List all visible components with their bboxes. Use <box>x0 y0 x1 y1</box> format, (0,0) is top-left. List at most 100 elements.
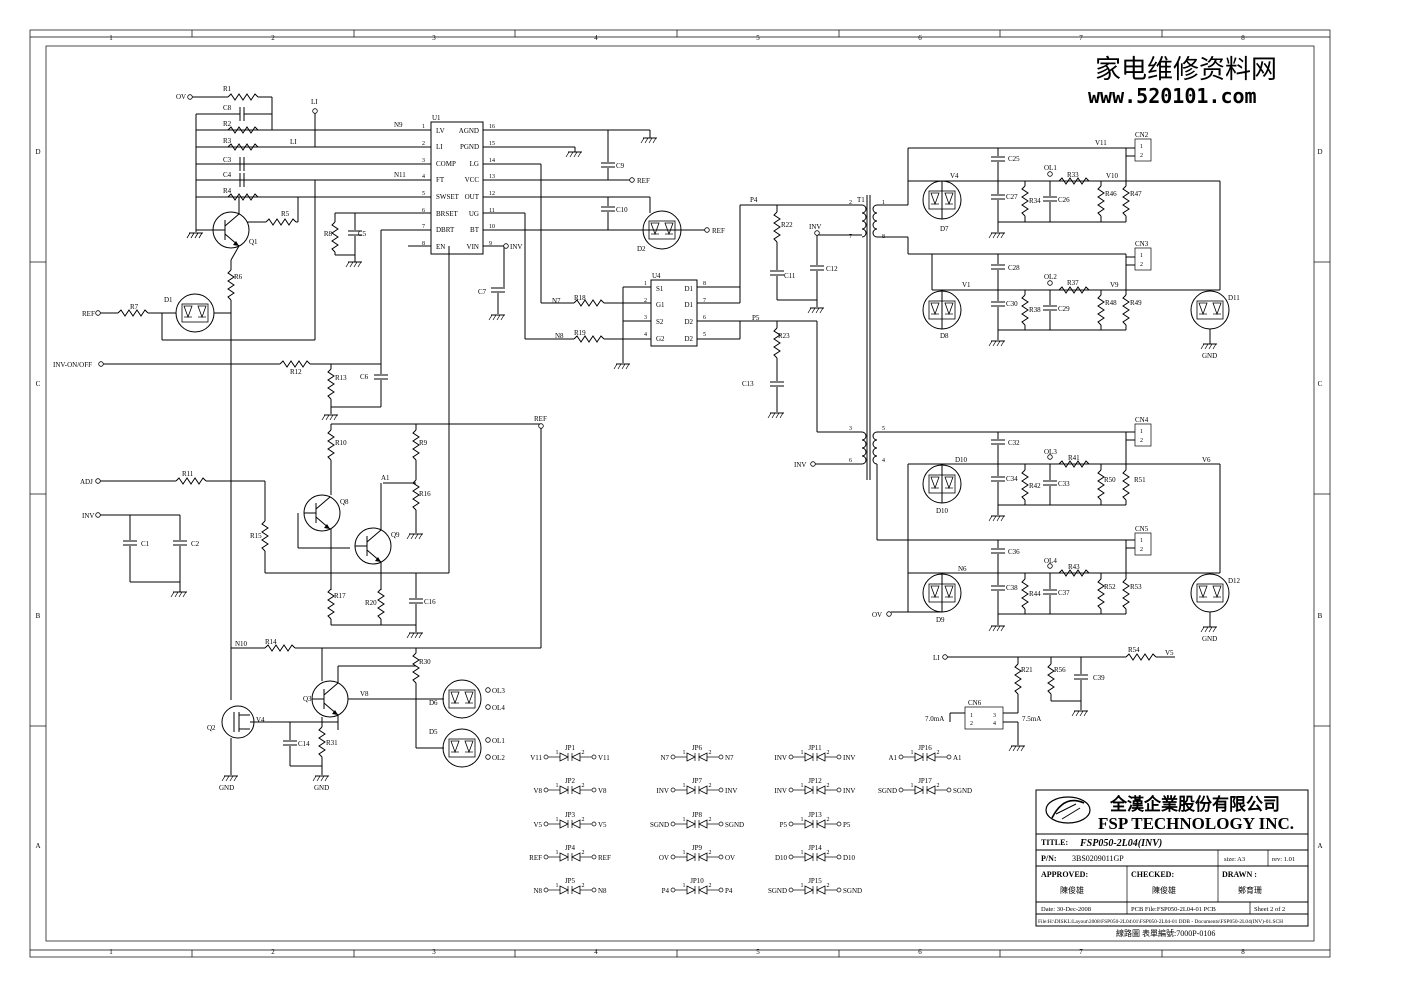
jumper-left-net: P4 <box>662 887 670 895</box>
q1-label: Q1 <box>249 238 258 246</box>
q3-label: Q3 <box>303 695 312 703</box>
jumper-ref: JP6 <box>692 744 703 752</box>
net-v11: V11 <box>1095 139 1107 147</box>
r14-label: R14 <box>265 638 277 646</box>
c1-label: C1 <box>141 540 150 548</box>
jumper-ref: JP12 <box>808 777 822 785</box>
u4-pin-2-name: G1 <box>656 301 665 309</box>
zone-col-8: 8 <box>1241 34 1245 42</box>
zone-labels: 1 2 3 4 5 6 7 8 1 2 3 4 5 6 7 8 D C B A … <box>35 34 1322 956</box>
jumper-right-net: N7 <box>725 754 734 762</box>
r46-label: R46 <box>1105 190 1117 198</box>
u1-pin-14-name: LG <box>470 160 479 168</box>
port-ol2: OL2 <box>492 754 505 762</box>
zone-row-b-right: B <box>1318 612 1323 620</box>
u1-pin-2-name: LI <box>436 143 443 151</box>
c16-label: C16 <box>424 598 436 606</box>
net-v1: V1 <box>962 281 971 289</box>
u4-pin-3-num: 3 <box>644 315 647 321</box>
cn6-pin-2: 2 <box>970 721 973 727</box>
t1-pin-6: 6 <box>849 458 852 464</box>
jumper-pin-1: 1 <box>911 750 914 756</box>
r7-label: R7 <box>130 303 139 311</box>
jumper-right-net: SGND <box>843 887 862 895</box>
q9-label: Q9 <box>391 531 400 539</box>
jumper-right-net: V5 <box>598 821 607 829</box>
r4-label: R4 <box>223 187 232 195</box>
d7-label: D7 <box>940 225 949 233</box>
jumper-ref: JP13 <box>808 811 822 819</box>
d8-label: D8 <box>940 332 949 340</box>
port-li-top: LI <box>311 98 318 106</box>
r44-label: R44 <box>1029 590 1041 598</box>
u4-pin-3-name: S2 <box>656 318 664 326</box>
r6-label: R6 <box>234 273 243 281</box>
c5-label: C5 <box>358 230 367 238</box>
jumper-pin-2: 2 <box>709 783 712 789</box>
cn3-label: CN3 <box>1135 240 1149 248</box>
r43-label: R43 <box>1068 563 1080 571</box>
zone-col-5: 5 <box>756 34 760 42</box>
jumper-pin-2: 2 <box>827 750 830 756</box>
c13-label: C13 <box>742 380 754 388</box>
cn4-label: CN4 <box>1135 416 1149 424</box>
u4-pin-6-name: D2 <box>684 318 693 326</box>
output-channel-2: C28 V1 D8 C30 R38 OL2 R37 C29 V9 R48 R49 <box>922 240 1220 347</box>
c10-label: C10 <box>616 206 628 214</box>
u1-pin-8-name: EN <box>436 243 445 251</box>
jumper-pin-2: 2 <box>582 750 585 756</box>
jumper-left-net: INV <box>775 787 787 795</box>
jumper-right-net: INV <box>843 754 855 762</box>
net-n11: N11 <box>394 171 406 179</box>
jumper-left-net: V5 <box>533 821 542 829</box>
t1-pin-3: 3 <box>849 426 852 432</box>
r13-label: R13 <box>335 374 347 382</box>
jumper-pin-1: 1 <box>683 850 686 856</box>
c39-label: C39 <box>1093 674 1105 682</box>
c4-label: C4 <box>223 171 232 179</box>
c6-label: C6 <box>360 373 369 381</box>
port-inv-left: INV <box>82 512 94 520</box>
net-p4: P4 <box>750 196 758 204</box>
part-number: 3BS0209011GP <box>1072 854 1124 863</box>
ol3-label: OL3 <box>1044 448 1057 456</box>
net-v6: V6 <box>1202 456 1211 464</box>
port-ref-left: REF <box>82 310 95 318</box>
port-li-right: LI <box>933 654 940 662</box>
u4-ref: U4 <box>652 272 661 280</box>
jumper-pin-1: 1 <box>801 750 804 756</box>
u1-pin-11-num: 11 <box>489 208 495 214</box>
jumper-pin-1: 1 <box>801 817 804 823</box>
c34-label: C34 <box>1006 475 1018 483</box>
q8-label: Q8 <box>340 498 349 506</box>
gnd-d11: GND <box>1202 352 1217 360</box>
u1-pin-16-num: 16 <box>489 124 495 130</box>
jumper-right-net: SGND <box>725 821 744 829</box>
jumper-right-net: N8 <box>598 887 607 895</box>
net-v10: V10 <box>1106 172 1119 180</box>
zone-row-d-right: D <box>1317 148 1322 156</box>
c30-label: C30 <box>1006 300 1018 308</box>
jumper-ref: JP16 <box>918 744 932 752</box>
jumper-left-net: N8 <box>533 887 542 895</box>
r53-label: R53 <box>1130 583 1142 591</box>
output-channel-1: V11 C25 V4 D7 C27 R34 OL1 R33 C26 V10 R4… <box>908 131 1220 239</box>
cn2-label: CN2 <box>1135 131 1149 139</box>
cn2-pin-1: 1 <box>1140 144 1143 150</box>
pcb-file: PCB File:FSP050-2L04-01 PCB <box>1131 906 1217 913</box>
c14-label: C14 <box>298 740 310 748</box>
r8-label: R8 <box>324 230 333 238</box>
zone-row-c-right: C <box>1318 380 1323 388</box>
port-inv-onoff: INV-ON/OFF <box>53 361 92 369</box>
t1-pin-1: 1 <box>882 200 885 206</box>
jumper-left-net: N7 <box>660 754 669 762</box>
d9-label: D9 <box>936 616 945 624</box>
t1-pin-7: 7 <box>849 234 852 240</box>
